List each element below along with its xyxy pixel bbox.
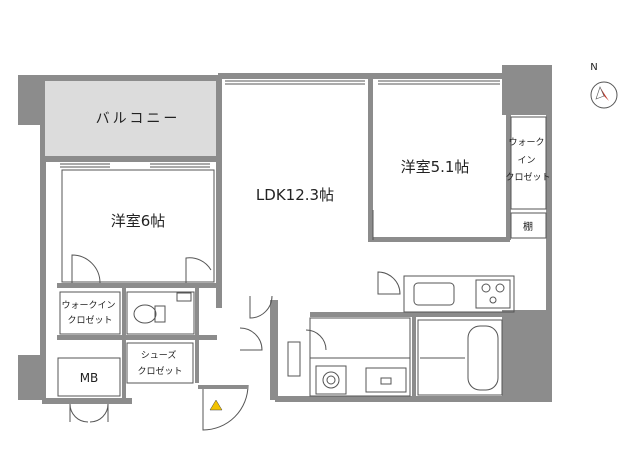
washroom-upper <box>309 317 411 359</box>
walk-in-closet-upper-label: ウォーク イン クロゼット <box>505 137 550 183</box>
sink-icon <box>365 367 407 393</box>
shoes-closet-label: シューズ クロゼット <box>137 349 182 377</box>
ldk-label: LDK12.3帖 <box>256 186 334 204</box>
kitchen-door <box>377 271 401 295</box>
hall-door-1 <box>249 295 273 319</box>
room-a-door-2 <box>185 257 212 283</box>
western-room-a-label: 洋室6帖 <box>111 212 166 230</box>
shelf-label: 棚 <box>523 220 533 233</box>
small-storage <box>287 341 301 377</box>
shoes-closet <box>126 342 194 384</box>
bathroom <box>417 319 503 396</box>
compass-label: N <box>590 62 597 73</box>
hall-door-2 <box>239 327 263 351</box>
entrance-threshold <box>198 385 248 389</box>
walk-in-closet-lower <box>59 291 121 335</box>
stove-icon <box>475 279 511 309</box>
balcony-label: バルコニー <box>96 111 181 127</box>
mb-doors <box>69 403 109 423</box>
toilet-room <box>126 291 195 335</box>
fire-alarm-icon <box>209 399 223 411</box>
walk-in-closet-upper <box>510 116 547 210</box>
western-room-a <box>61 169 215 283</box>
kitchen-counter <box>403 275 515 313</box>
toilet-paper-holder <box>176 292 192 302</box>
shelf <box>510 212 547 239</box>
washer-icon <box>315 365 347 395</box>
compass-icon <box>590 81 618 109</box>
bathtub-icon <box>467 325 499 391</box>
entrance-door <box>202 384 249 431</box>
kitchen-sink-icon <box>413 282 455 306</box>
balcony-area <box>45 81 216 156</box>
toilet-icon <box>133 304 166 324</box>
washroom-lower <box>309 357 411 397</box>
room-a-door <box>71 254 101 284</box>
hall-door-3 <box>305 329 327 351</box>
western-room-b-label: 洋室5.1帖 <box>401 158 470 176</box>
walk-in-closet-lower-label: ウォークイン クロゼット <box>62 300 119 326</box>
mb-label: MB <box>80 371 99 385</box>
balcony-windows <box>60 80 500 168</box>
mb-room <box>57 357 121 397</box>
walls <box>18 65 552 404</box>
